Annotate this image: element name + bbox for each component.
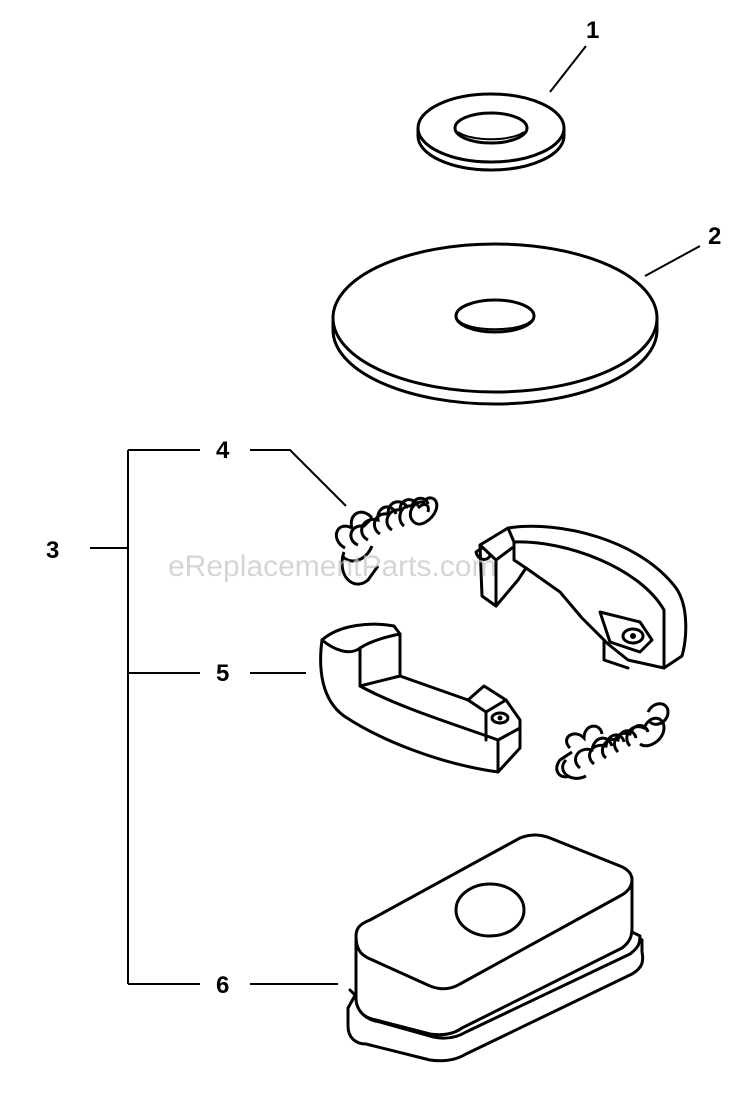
clutch-spring-upper xyxy=(334,496,439,586)
callout-3: 3 xyxy=(46,537,59,564)
washer-small xyxy=(416,92,566,172)
callout-4: 4 xyxy=(216,437,230,464)
watermark: eReplacementParts.com xyxy=(168,550,496,583)
clutch-shoe-lower xyxy=(319,622,522,774)
callout-1: 1 xyxy=(586,17,599,44)
clutch-housing xyxy=(346,833,645,1063)
clutch-shoe-upper xyxy=(474,524,688,670)
leader-lines xyxy=(90,45,701,985)
callout-6: 6 xyxy=(216,972,229,999)
clutch-plate xyxy=(331,242,659,406)
clutch-spring-lower xyxy=(555,702,670,780)
callout-5: 5 xyxy=(216,660,229,687)
callout-2: 2 xyxy=(708,223,721,250)
